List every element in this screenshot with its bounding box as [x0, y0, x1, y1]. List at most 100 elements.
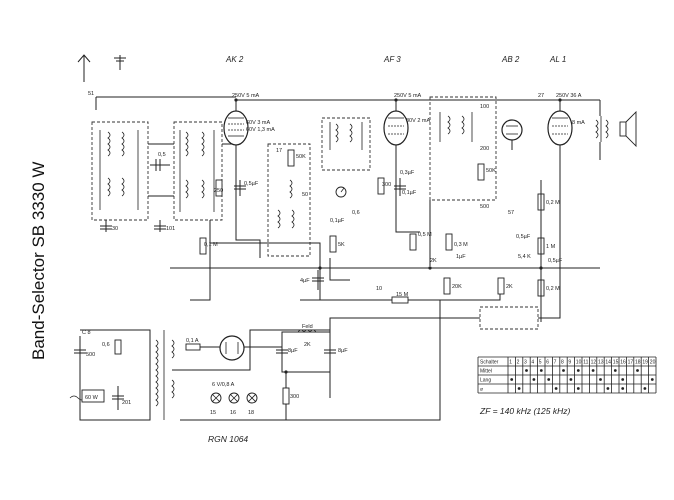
switch-table-dot: [636, 369, 639, 372]
svg-text:201: 201: [122, 400, 131, 406]
tube-ab2: [501, 119, 523, 150]
diagram-title: Band-Selector SB 3330 W: [29, 162, 48, 360]
switch-table-col: 20: [650, 360, 656, 366]
switch-table-dot: [591, 369, 595, 372]
switch-table-col: 11: [583, 360, 588, 366]
switch-table-col: 19: [642, 360, 648, 366]
tube-label-al1: AL 1: [549, 55, 566, 64]
switch-table-dot: [613, 369, 617, 372]
svg-text:0,5µF: 0,5µF: [244, 181, 259, 187]
svg-text:0,1 A: 0,1 A: [186, 338, 199, 344]
switch-table-dot: [539, 369, 543, 372]
switch-table-dot: [554, 387, 558, 390]
r20k-resistor: 20K: [443, 277, 462, 295]
speaker-icon: [619, 110, 637, 148]
c2k-label: 2K: [430, 258, 437, 264]
c201-capacitor: 201: [112, 386, 131, 410]
c27-label: 27: [538, 93, 544, 99]
ak2-g2-voltage: 60V 3 mA: [246, 120, 270, 126]
svg-text:50K: 50K: [296, 154, 306, 160]
osc-coil-box: [173, 121, 223, 221]
switch-table-col: 17: [628, 360, 634, 366]
ak2-anode-voltage: 250V 5 mA: [232, 93, 260, 99]
tuning-meter-icon: [335, 186, 347, 198]
switch-table-col: 4: [531, 360, 534, 366]
svg-text:300: 300: [290, 394, 299, 400]
switch-table-dot: [510, 378, 514, 381]
c101-capacitor: 101: [154, 220, 175, 232]
c51-label: 51: [88, 91, 94, 97]
osc-tank-box: [267, 143, 311, 257]
switch-table-dot: [621, 387, 625, 390]
c500-b-capacitor: 500: [74, 336, 95, 366]
tube-label-ab2: AB 2: [501, 55, 520, 64]
c05uf-b-label: 0,5µF: [516, 234, 531, 240]
svg-text:2K: 2K: [506, 284, 513, 290]
switch-table-dot: [517, 387, 521, 390]
c30-capacitor: 30: [100, 220, 118, 232]
c15-label: 15: [210, 410, 216, 416]
svg-text:4µF: 4µF: [300, 278, 310, 284]
if-filter-box-2: [429, 96, 497, 201]
svg-text:0,5: 0,5: [158, 152, 166, 158]
svg-text:250: 250: [214, 188, 223, 194]
switch-table-dot: [576, 369, 580, 372]
tube-al1: [547, 100, 573, 160]
mains-rating: 60 W: [85, 395, 99, 401]
c18-label: 18: [248, 410, 254, 416]
switch-table-col: 3: [524, 360, 527, 366]
if-transformer-2: [439, 112, 473, 142]
svg-text:0,3 M: 0,3 M: [454, 242, 468, 248]
svg-text:8µF: 8µF: [288, 348, 298, 354]
r54k-label: 5,4 K: [518, 254, 531, 260]
switch-table-row-label: Mittel: [480, 369, 492, 375]
switch-table-col: 15: [613, 360, 619, 366]
ak2-g4-voltage: 60V 1,3 mA: [246, 127, 275, 133]
c05uf-c-label: 0,5µF: [548, 258, 563, 264]
supply-voltage: 6 V/0,8 A: [212, 382, 235, 388]
c05uf-capacitor: 0,5µF: [234, 180, 259, 196]
pilot-lamp-3-icon: [246, 392, 258, 404]
r50-label: 50: [302, 192, 308, 198]
r01-label: 0,6: [352, 210, 360, 216]
switch-table-col: 9: [568, 360, 571, 366]
c500-label: 500: [480, 204, 489, 210]
r300-b-resistor: 300: [282, 387, 299, 405]
lamp-reference: RGN 1064: [208, 434, 248, 444]
al1-g2-current: 8 mA: [572, 120, 585, 126]
svg-text:0,5 M: 0,5 M: [418, 232, 432, 238]
c10-label: 10: [376, 286, 382, 292]
switch-table-col: 1: [509, 360, 512, 366]
feld-label: Feld: [302, 324, 313, 330]
al1-anode-voltage: 250V 36 A: [556, 93, 582, 99]
svg-text:500: 500: [86, 352, 95, 358]
c8uf-capacitor: 8µF: [276, 340, 298, 360]
svg-text:300: 300: [382, 182, 391, 188]
switch-table-dot: [606, 387, 610, 390]
tone-box: [479, 306, 539, 330]
switch-table-col: 8: [561, 360, 564, 366]
switch-table-col: 14: [605, 360, 611, 366]
if-filter-box-1: [321, 117, 371, 171]
r2k-resistor: 2K: [497, 277, 513, 295]
af3-anode-voltage: 250V 5 mA: [394, 93, 422, 99]
r01m-resistor: 0,1 M: [199, 237, 218, 255]
svg-text:0,2 M: 0,2 M: [546, 200, 560, 206]
switch-table-dot: [576, 387, 580, 390]
c8-label: C 8: [82, 330, 91, 336]
c01uf-capacitor: 0,1µF: [394, 178, 417, 196]
if-transformer-1: [329, 122, 363, 150]
r50k-b-resistor: 50K: [477, 163, 496, 181]
rectifier-tube: [219, 335, 245, 361]
svg-text:50K: 50K: [486, 168, 496, 174]
r05m-resistor: 0,5 M: [409, 232, 432, 251]
switch-table-col: 5: [539, 360, 542, 366]
c03uf-label: 0,3µF: [400, 170, 415, 176]
switch-table-col: 10: [576, 360, 582, 366]
input-coils: [99, 130, 139, 210]
mains-rating-box: [81, 389, 105, 403]
c01uf-b-label: 0,1µF: [330, 218, 345, 224]
